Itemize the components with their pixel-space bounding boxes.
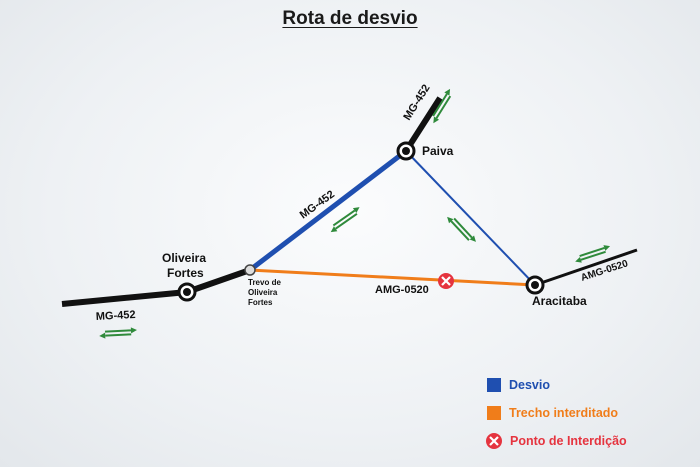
place-trevo-line2: Oliveira (248, 288, 278, 297)
legend-label-detour: Desvio (509, 378, 550, 392)
closed-segment-amg0520 (249, 268, 536, 287)
road-label-mg452-west: MG-452 (96, 309, 136, 323)
junction-node-trevo (244, 264, 256, 276)
place-oliveira-fortes-line2: Fortes (167, 266, 204, 280)
place-oliveira-fortes-line1: Oliveira (162, 251, 206, 265)
legend-label-closed: Trecho interditado (509, 406, 619, 420)
x-circle-icon (438, 273, 454, 289)
double-arrow-icon (97, 326, 139, 340)
road-amg0520-east (534, 248, 638, 287)
map-title: Rota de desvio (0, 8, 700, 30)
legend-item-closure-point: Ponto de Interdição (486, 428, 627, 454)
junction-node-oliveira-fortes (177, 282, 197, 302)
road-mg452-north (403, 96, 443, 153)
road-mg452-west (61, 267, 251, 307)
legend-item-detour: Desvio (487, 372, 627, 398)
x-circle-icon (486, 433, 502, 449)
place-trevo-line3: Fortes (248, 298, 273, 307)
junction-node-paiva (396, 141, 416, 161)
road-label-amg0520-closed: AMG-0520 (375, 284, 429, 296)
legend-item-closed: Trecho interditado (487, 400, 627, 426)
legend-label-closure-point: Ponto de Interdição (510, 434, 627, 448)
map-title-text: Rota de desvio (282, 8, 418, 29)
place-aracitaba: Aracitaba (532, 294, 587, 308)
detour-segment-paiva-aracitaba (405, 150, 536, 286)
junction-node-aracitaba (525, 275, 545, 295)
legend-swatch-closed (487, 406, 501, 420)
place-paiva: Paiva (422, 144, 454, 158)
place-trevo-line1: Trevo de (248, 278, 281, 287)
detour-segment-trevo-paiva (248, 149, 408, 272)
double-arrow-icon (443, 211, 480, 248)
legend: Desvio Trecho interditado Ponto de Inter… (486, 372, 627, 456)
legend-swatch-detour (487, 378, 501, 392)
